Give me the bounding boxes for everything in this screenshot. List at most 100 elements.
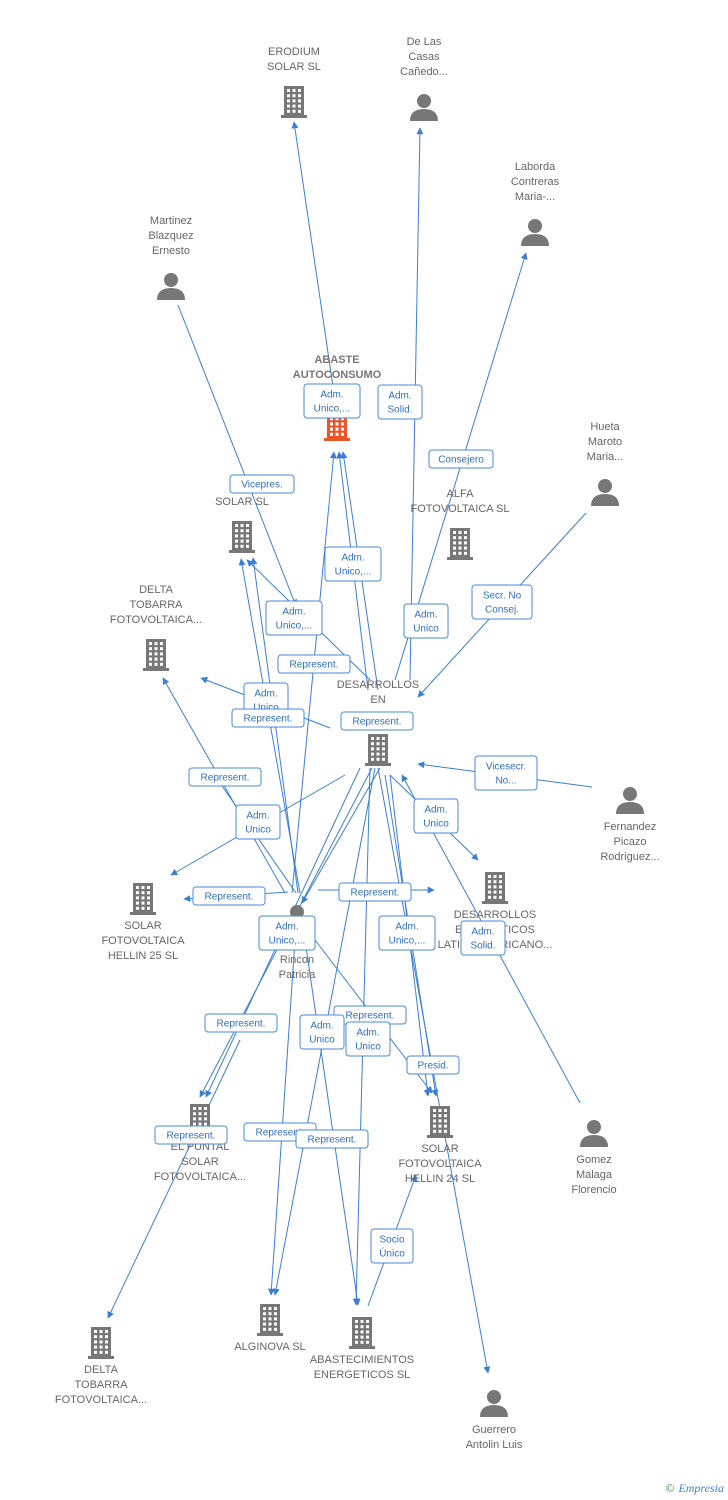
copyright-symbol: © [665, 1481, 675, 1495]
edges-layer [107, 121, 593, 1374]
relation-text: Unico,... [314, 404, 351, 415]
relation-label-r26[interactable]: Presid. [406, 1055, 460, 1075]
relation-text: Represent. [290, 660, 339, 671]
relation-text: Presid. [417, 1061, 448, 1072]
node-label-line: SOLAR [124, 920, 161, 932]
relation-label-r15[interactable]: Adm. Unico [413, 798, 459, 834]
relation-text: Adm. [254, 689, 277, 700]
node-label-line: Ernesto [152, 245, 190, 257]
relation-label-r4[interactable]: Vicepres. [229, 474, 295, 494]
relations-layer: Adm.Unico,...Adm.Solid.ConsejeroVicepres… [154, 383, 538, 1264]
relation-label-r6[interactable]: Adm.Unico,... [265, 600, 323, 636]
building-icon [281, 86, 307, 118]
node-label-line: FOTOVOLTAICA SL [410, 503, 509, 515]
relation-label-r17[interactable]: Represent. [192, 886, 266, 906]
building-icon [447, 528, 473, 560]
relation-text: Unico [309, 1035, 335, 1046]
node-label-line: SOLAR [181, 1156, 218, 1168]
node-laborda[interactable]: LabordaContrerasMaria-... [511, 161, 560, 246]
relation-label-r7[interactable]: Adm.Unico [403, 603, 449, 639]
person-icon [480, 1390, 508, 1417]
relation-text: Adm. [424, 805, 447, 816]
person-icon [616, 787, 644, 814]
relation-label-r21[interactable]: Adm.Solid. [460, 920, 506, 956]
node-label-line: Hueta [590, 421, 620, 433]
node-label-line: ABASTE [314, 354, 359, 366]
building-icon [365, 734, 391, 766]
relation-text: Unico [423, 819, 449, 830]
relation-text: Represent. [308, 1135, 357, 1146]
person-icon [157, 273, 185, 300]
node-label-line: Rincon [280, 954, 314, 966]
relation-label-r22[interactable]: Represent. [204, 1013, 278, 1033]
node-alginova[interactable]: ALGINOVA SL [234, 1304, 306, 1353]
relation-text: Adm. [414, 610, 437, 621]
relation-label-r25[interactable]: Adm.Unico [345, 1021, 391, 1057]
node-delta2[interactable]: DELTATOBARRAFOTOVOLTAICA... [55, 1327, 147, 1406]
relation-label-r24[interactable]: Adm.Unico [299, 1014, 345, 1050]
building-icon [482, 872, 508, 904]
node-fernandez[interactable]: FernandezPicazoRodriguez... [600, 787, 660, 863]
node-label-line: Casas [408, 51, 440, 63]
relation-text: Represent. [256, 1128, 305, 1139]
relation-text: Adm. [275, 922, 298, 933]
relation-label-r27[interactable]: Represent. [154, 1125, 228, 1145]
relation-text: No... [495, 776, 516, 787]
relation-label-r3[interactable]: Consejero [428, 449, 494, 469]
relation-label-r18[interactable]: Represent. [338, 882, 412, 902]
relation-label-r1[interactable]: Adm.Unico,... [303, 383, 361, 419]
relation-text: Represent. [167, 1131, 216, 1142]
node-label-line: Malaga [576, 1169, 613, 1181]
empresia-footer[interactable]: ©Empresia [665, 1481, 724, 1496]
node-label-line: FOTOVOLTAICA... [55, 1394, 147, 1406]
relation-label-r29[interactable]: Represent. [295, 1129, 369, 1149]
relation-text: Unico,... [335, 567, 372, 578]
node-delascasas[interactable]: De LasCasasCañedo... [400, 36, 448, 121]
relation-label-r12[interactable]: Represent. [340, 711, 414, 731]
relation-text: Consejero [438, 455, 484, 466]
node-label-line: FOTOVOLTAICA... [154, 1171, 246, 1183]
relation-text: Unico,... [276, 621, 313, 632]
relation-label-r9[interactable]: Represent. [277, 654, 351, 674]
relation-text: Represent. [201, 773, 250, 784]
node-label-line: Maria... [587, 451, 624, 463]
relation-label-r14[interactable]: Vicesecr.No... [474, 755, 538, 791]
relation-label-r13[interactable]: Represent. [188, 767, 262, 787]
person-icon [521, 219, 549, 246]
relation-label-r11[interactable]: Represent. [231, 708, 305, 728]
node-label-line: ALGINOVA SL [234, 1341, 305, 1353]
node-delta1[interactable]: DELTATOBARRAFOTOVOLTAICA... [110, 584, 202, 671]
relation-label-r19[interactable]: Adm.Unico,... [258, 915, 316, 951]
relation-text: Adm. [395, 922, 418, 933]
relation-label-r5[interactable]: Adm.Unico,... [324, 546, 382, 582]
node-label-line: DESARROLLOS [454, 909, 537, 921]
building-icon [257, 1304, 283, 1336]
node-label-line: De Las [407, 36, 442, 48]
relation-text: Consej. [485, 605, 519, 616]
node-label-line: Blazquez [148, 230, 193, 242]
relation-text: Unico [253, 703, 279, 714]
node-label-line: EN [370, 694, 385, 706]
relation-label-r23[interactable]: Represent. [333, 1005, 407, 1025]
node-label-line: HELLIN 24 SL [405, 1173, 475, 1185]
edge-33 [301, 767, 381, 904]
relation-label-r2[interactable]: Adm.Solid. [377, 384, 423, 420]
node-hueta[interactable]: HuetaMarotoMaria... [587, 421, 624, 506]
node-label-line: Florencio [571, 1184, 616, 1196]
node-label-line: Patricia [279, 969, 317, 981]
node-label-line: Laborda [515, 161, 556, 173]
relation-text: Unico [355, 1042, 381, 1053]
edge-4 [177, 304, 297, 607]
relation-label-r20[interactable]: Adm.Unico,... [378, 915, 436, 951]
relation-label-r16[interactable]: Adm.Unico [235, 804, 281, 840]
